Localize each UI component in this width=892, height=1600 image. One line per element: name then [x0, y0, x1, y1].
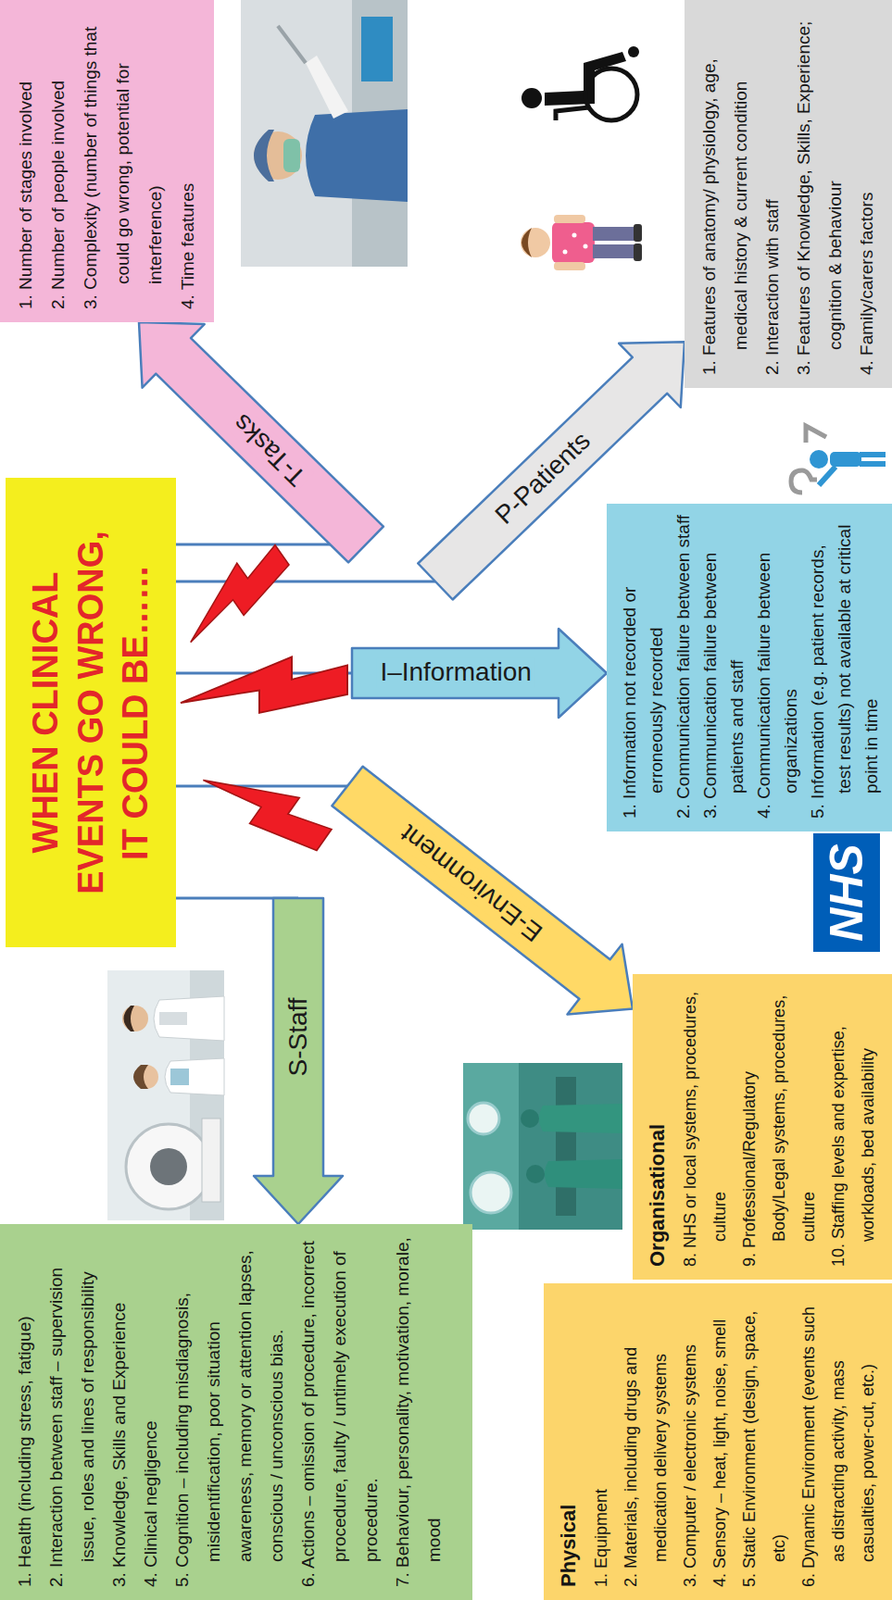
surgery-photo: [240, 0, 408, 267]
patients-box: 1. Features of anatomy/ physiology, age,…: [684, 0, 892, 389]
arrow-label: S-Staff: [283, 993, 314, 1081]
list-item: 2. Interaction with staff: [756, 9, 789, 376]
list-item: 6. Dynamic Environment (events such as d…: [793, 1293, 883, 1588]
fat-arrow-connector: [175, 628, 607, 718]
list-item: 1. Equipment: [586, 1293, 616, 1588]
list-item: 1. Health (including stress, fatigue): [9, 1235, 41, 1588]
lightning-bolt: [180, 657, 348, 714]
arrow-stem: [175, 785, 348, 789]
list-item: 1. Number of stages involved: [9, 9, 42, 310]
list-item: 7. Behaviour, personality, motivation, m…: [387, 1235, 451, 1588]
list-item: 3. Communication failure between patient…: [696, 513, 751, 819]
list-item: 2. Number of people involved: [41, 9, 75, 310]
box-heading: Physical: [552, 1293, 585, 1588]
title-box: WHEN CLINICAL EVENTS GO WRONG, IT COULD …: [5, 477, 176, 948]
list-item: 3. Features of Knowledge, Skills, Experi…: [788, 9, 852, 376]
list-item: 5. Cognition – including misdiagnosis, m…: [166, 1235, 293, 1588]
nhs-logo: NHS: [813, 833, 880, 953]
list-item: 2. Communication failure between staff: [669, 513, 697, 819]
list-item: 2. Materials, including drugs and medica…: [615, 1293, 676, 1588]
list-item: 9. Professional/Regulatory Body/Legal sy…: [734, 983, 824, 1268]
block-arrow: [351, 628, 607, 718]
list-item: 3. Knowledge, Skills and Experience: [103, 1235, 136, 1588]
information-box: 1. Information not recorded or erroneous…: [606, 503, 892, 832]
list-item: 4. Sensory – heat, light, noise, smell: [704, 1293, 735, 1588]
list-item: 10. Staffing levels and expertise, workl…: [823, 983, 883, 1268]
list-item: 5. Static Environment (design, space, et…: [734, 1293, 794, 1588]
lightning-bolt: [168, 539, 298, 650]
organisational-box: Organisational8. NHS or local systems, p…: [632, 974, 892, 1281]
list-item: 8. NHS or local systems, procedures, cul…: [675, 983, 735, 1268]
arrow-stem: [175, 580, 436, 584]
wheelchair-icon: [521, 46, 640, 121]
list-item: 6. Actions – omission of procedure, inco…: [292, 1235, 388, 1588]
tasks-box: 1. Number of stages involved2. Number of…: [0, 0, 214, 323]
list-item: 3. Computer / electronic systems: [675, 1293, 705, 1588]
list-item: 1. Features of anatomy/ physiology, age,…: [693, 9, 757, 376]
fat-arrow-connector: [175, 898, 343, 1225]
arrow-label: I–Information: [376, 658, 535, 689]
list-item: 3. Complexity (number of things that cou…: [74, 9, 172, 310]
title-text: WHEN CLINICAL EVENTS GO WRONG, IT COULD …: [23, 516, 159, 909]
arrow-label: P-Patients: [486, 423, 599, 533]
lightning-bolt: [198, 746, 337, 865]
block-arrow: [253, 898, 343, 1225]
list-item: 1. Information not recorded or erroneous…: [615, 513, 670, 819]
list-item: 4. Communication failure between organiz…: [750, 513, 805, 819]
theatre-photo: [463, 1063, 623, 1231]
list-item: 5. Information (e.g. patient records, te…: [804, 513, 885, 819]
staff-photo: [107, 970, 225, 1221]
box-heading: Organisational: [641, 983, 674, 1268]
staff-box: 1. Health (including stress, fatigue)2. …: [0, 1224, 473, 1600]
fat-arrow-connector: [175, 766, 633, 1016]
block-arrow: [331, 766, 633, 1016]
arrow-label: E-Environment: [391, 816, 552, 950]
list-item: 4. Clinical negligence: [135, 1235, 167, 1588]
list-item: 2. Interaction between staff – supervisi…: [40, 1235, 104, 1588]
question-figure-icon: [791, 426, 886, 493]
list-item: 4. Family/carers factors: [851, 9, 883, 376]
child-icon: [520, 214, 642, 271]
physical-box: Physical1. Equipment2. Materials, includ…: [543, 1283, 892, 1600]
list-item: 4. Time features: [171, 9, 204, 310]
